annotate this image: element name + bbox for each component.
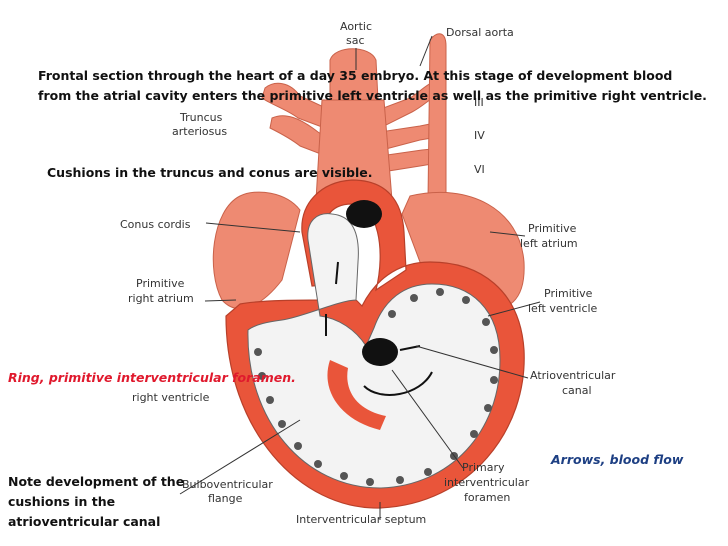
note-caption-line3: atrioventricular canal <box>8 514 161 529</box>
label-primary-iv-3: foramen <box>464 491 510 504</box>
label-primary-iv-1: Primary <box>462 461 505 474</box>
arrows-caption: Arrows, blood flow <box>551 452 684 467</box>
leader-lines <box>179 35 541 520</box>
label-prim-right-ventricle: right ventricle <box>132 391 210 404</box>
intro-caption-line2: from the atrial cavity enters the primit… <box>38 88 707 103</box>
label-bulbo-1: Bulboventricular <box>182 478 273 491</box>
label-dorsal-aorta: Dorsal aorta <box>446 26 514 39</box>
label-aortic-sac-2: sac <box>346 34 365 47</box>
label-prim-right-atrium-2: right atrium <box>128 292 194 305</box>
label-prim-right-atrium-1: Primitive <box>136 277 185 290</box>
label-iv-septum: Interventricular septum <box>296 513 426 526</box>
cushions-caption: Cushions in the truncus and conus are vi… <box>47 165 373 180</box>
label-arch-iii: III <box>474 96 484 109</box>
label-aortic-sac-1: Aortic <box>340 20 372 33</box>
label-truncus-1: Truncus <box>179 111 223 124</box>
label-truncus-2: arteriosus <box>172 125 227 138</box>
label-av-canal-1: Atrioventricular <box>530 369 616 382</box>
trabeculae <box>254 288 498 486</box>
label-arch-iv: IV <box>474 129 485 142</box>
truncus-lumen <box>346 200 382 228</box>
intro-caption-line1: Frontal section through the heart of a d… <box>38 68 673 83</box>
bulboventricular-flange <box>327 360 386 430</box>
note-caption-line1: Note development of the <box>8 474 185 489</box>
ring-caption: Ring, primitive interventricular foramen… <box>8 370 296 385</box>
label-prim-left-ventricle-2: left ventricle <box>528 302 598 315</box>
label-bulbo-2: flange <box>208 492 243 505</box>
label-conus-cordis: Conus cordis <box>120 218 191 231</box>
atria <box>212 191 525 310</box>
note-caption-line2: cushions in the <box>8 494 116 509</box>
label-prim-left-atrium-2: left atrium <box>520 237 578 250</box>
label-primary-iv-2: interventricular <box>444 476 530 489</box>
label-av-canal-2: canal <box>562 384 592 397</box>
label-prim-left-ventricle-1: Primitive <box>544 287 593 300</box>
label-prim-left-atrium-1: Primitive <box>528 222 577 235</box>
aortic-arches <box>261 33 447 201</box>
primary-foramen-blob <box>362 338 398 366</box>
label-arch-vi: VI <box>474 163 485 176</box>
